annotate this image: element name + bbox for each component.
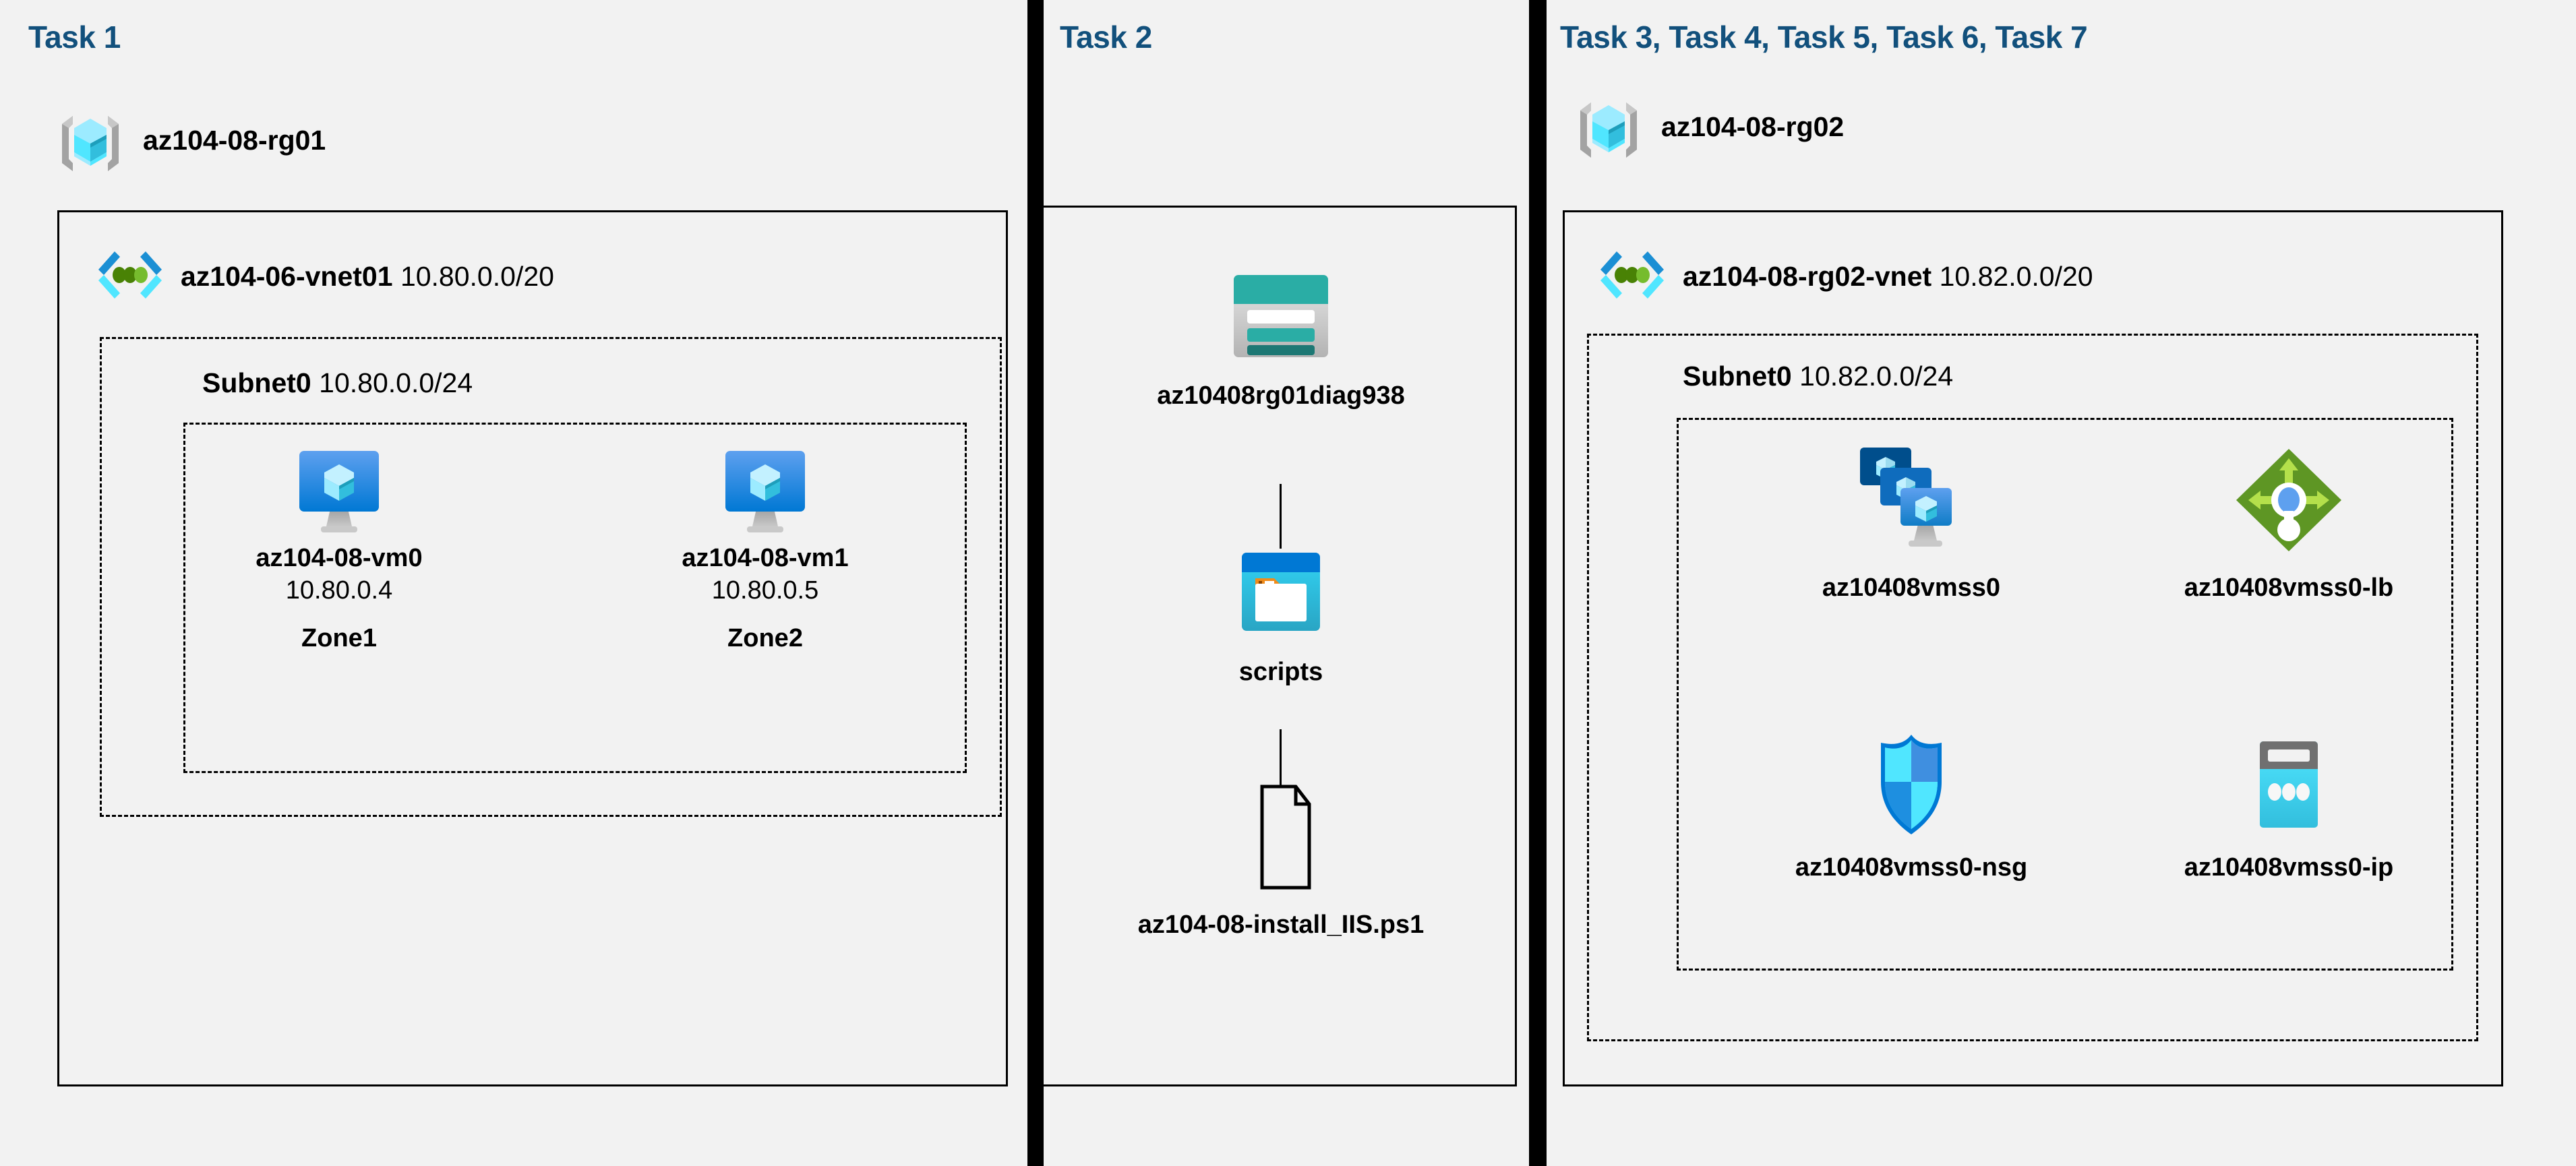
vnet-label-group: az104-08-rg02-vnet 10.82.0.0/20 [1683,261,2093,293]
resource-group-icon [53,101,128,180]
task-1-title: Task 1 [28,20,121,55]
virtual-network-icon [94,239,166,314]
load-balancer-node: az10408vmss0-lb [2103,438,2474,605]
vnet-cidr: 10.82.0.0/20 [1939,261,2093,292]
resource-group-icon [1571,88,1646,166]
subnet-label-group: Subnet0 10.82.0.0/24 [1683,361,1953,392]
task-3-7-title: Task 3, Task 4, Task 5, Task 6, Task 7 [1560,20,2088,55]
load-balancer-name: az10408vmss0-lb [2184,574,2394,602]
subnet-container-box [100,337,1002,817]
vnet-container-box [1563,210,2503,1086]
subnet-label-group: Subnet0 10.80.0.0/24 [202,367,473,399]
vnet-name: az104-08-rg02-vnet [1683,261,1932,292]
script-file-name: az104-08-install_IIS.ps1 [1137,911,1425,939]
virtual-machine-icon [218,441,460,543]
vnet-az104-06-vnet01: az104-06-vnet01 10.80.0.0/20 [94,239,554,314]
blob-container-name: scripts [1238,658,1323,686]
storage-account-node: az10408rg01diag938 [1085,263,1476,412]
subnet-name: Subnet0 [1683,361,1792,392]
subnet-cidr: 10.82.0.0/24 [1799,361,1954,392]
vm-ip: 10.80.0.5 [711,576,819,605]
subnet-cidr: 10.80.0.0/24 [319,367,473,398]
resource-group-az104-08-rg02: az104-08-rg02 [1571,88,1844,166]
subnet-name: Subnet0 [202,367,311,398]
task-2-title: Task 2 [1060,20,1152,55]
vm-zone: Zone2 [727,624,803,652]
vm-name: az104-08-vm1 [682,544,849,572]
blob-container-icon [1146,539,1416,647]
network-security-group-icon [1726,728,2097,842]
resources-container-box [1677,418,2453,971]
storage-account-name: az10408rg01diag938 [1157,381,1405,410]
blob-container-node: scripts [1146,539,1416,689]
public-ip-address-icon [2103,728,2474,842]
nsg-name: az10408vmss0-nsg [1795,853,2028,882]
vnet-cidr: 10.80.0.0/20 [400,261,554,292]
vnet-name: az104-06-vnet01 [181,261,393,292]
vnet-container-box [57,210,1008,1086]
connector-container-to-file [1280,729,1282,787]
virtual-network-icon [1596,239,1668,314]
vmss-node: az10408vmss0 [1726,438,2097,605]
panel-divider-1 [1027,0,1044,1166]
resource-group-az104-08-rg01: az104-08-rg01 [53,101,326,180]
storage-account-icon [1085,263,1476,371]
panel-divider-2 [1529,0,1547,1166]
script-file-node: az104-08-install_IIS.ps1 [1085,778,1476,942]
vnet-label-group: az104-06-vnet01 10.80.0.0/20 [181,261,554,293]
vmss-name: az10408vmss0 [1822,574,2001,602]
vm-zone: Zone1 [301,624,377,652]
vm-scale-set-icon [1726,438,2097,563]
connector-storage-to-container [1280,484,1282,549]
vnet-az104-08-rg02-vnet: az104-08-rg02-vnet 10.82.0.0/20 [1596,239,2093,314]
script-file-icon [1085,778,1476,900]
zones-container-box [183,423,967,773]
vm-node-az104-08-vm1: az104-08-vm1 10.80.0.5 Zone2 [644,441,887,655]
load-balancer-icon [2103,438,2474,563]
virtual-machine-icon [644,441,887,543]
vm-ip: 10.80.0.4 [285,576,393,605]
subnet-container-box [1587,334,2478,1041]
public-ip-name: az10408vmss0-ip [2184,853,2394,882]
resource-group-name: az104-08-rg01 [143,125,326,156]
resource-group-name: az104-08-rg02 [1661,111,1845,142]
nsg-node: az10408vmss0-nsg [1726,728,2097,884]
public-ip-node: az10408vmss0-ip [2103,728,2474,884]
vm-name: az104-08-vm0 [256,544,423,572]
vm-node-az104-08-vm0: az104-08-vm0 10.80.0.4 Zone1 [218,441,460,655]
